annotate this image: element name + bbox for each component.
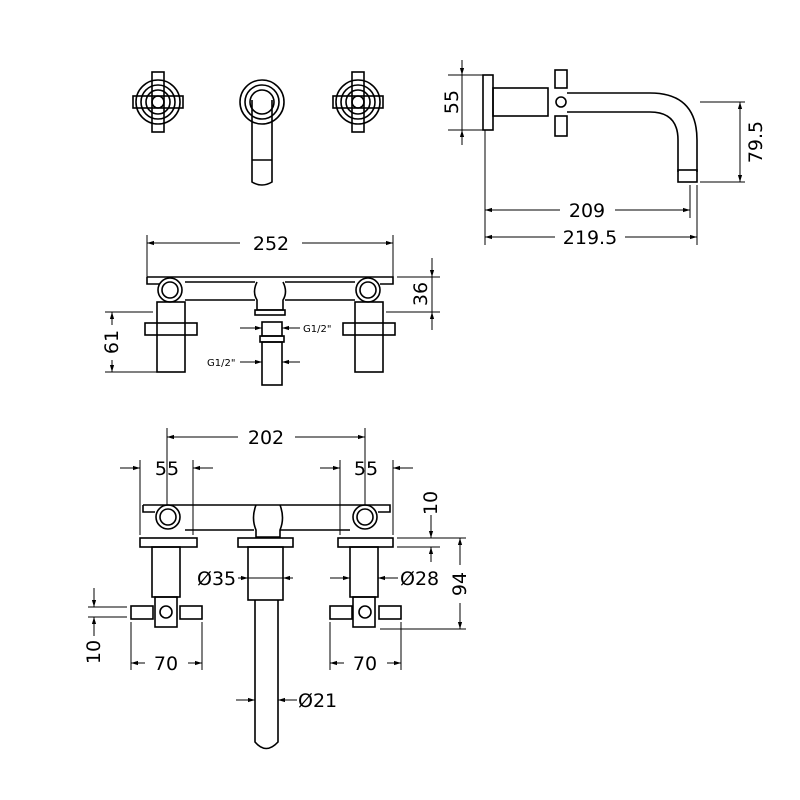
dimension-thread-bottom: G1/2" [207, 358, 300, 369]
svg-text:70: 70 [154, 653, 178, 675]
plan-right-handle [332, 71, 384, 133]
svg-text:252: 252 [253, 233, 289, 255]
svg-text:Ø28: Ø28 [400, 568, 439, 590]
svg-text:10: 10 [83, 640, 105, 664]
side-view-tap [482, 69, 698, 183]
plan-spout [239, 79, 285, 186]
dimension-94-length: 94 [380, 537, 471, 630]
dimension-209-projection: 209 [484, 130, 698, 245]
svg-text:61: 61 [101, 330, 123, 354]
dimension-10-handle: 10 [83, 588, 127, 664]
dimension-219-5-overall: 219.5 [485, 227, 697, 249]
dimension-79-5-drop: 79.5 [700, 101, 767, 183]
dimension-10-plate: 10 [397, 491, 442, 562]
svg-text:10: 10 [420, 491, 442, 515]
svg-text:70: 70 [353, 653, 377, 675]
dimension-70-right-handle: 70 [329, 622, 402, 675]
svg-text:94: 94 [449, 572, 471, 596]
front-view-assembly [144, 276, 396, 386]
svg-text:79.5: 79.5 [745, 121, 767, 163]
dimension-202-centres: 202 [166, 427, 366, 505]
svg-text:Ø35: Ø35 [197, 568, 236, 590]
svg-text:209: 209 [569, 200, 605, 222]
svg-text:219.5: 219.5 [563, 227, 617, 249]
dimension-36-height: 36 [386, 258, 440, 330]
svg-text:202: 202 [248, 427, 284, 449]
dimension-70-left-handle: 70 [130, 622, 203, 675]
dimension-dia-35: Ø35 [197, 568, 293, 590]
dimension-61-depth: 61 [101, 311, 157, 373]
dimension-55-right-plate: 55 [320, 458, 413, 535]
dimension-dia-28: Ø28 [330, 568, 439, 590]
svg-text:55: 55 [441, 90, 463, 114]
svg-text:55: 55 [354, 458, 378, 480]
svg-text:G1/2": G1/2" [303, 324, 331, 335]
svg-text:36: 36 [410, 282, 432, 306]
plan-left-handle [132, 71, 184, 133]
svg-text:Ø21: Ø21 [298, 690, 337, 712]
elevation-assembly [130, 504, 402, 750]
dimension-252-width: 252 [146, 233, 394, 277]
dimension-55-height: 55 [441, 60, 483, 145]
dimension-thread-top: G1/2" [240, 324, 331, 335]
dimension-55-left-plate: 55 [120, 458, 213, 535]
dimension-dia-21: Ø21 [236, 690, 337, 712]
svg-text:55: 55 [155, 458, 179, 480]
svg-text:G1/2": G1/2" [207, 358, 235, 369]
